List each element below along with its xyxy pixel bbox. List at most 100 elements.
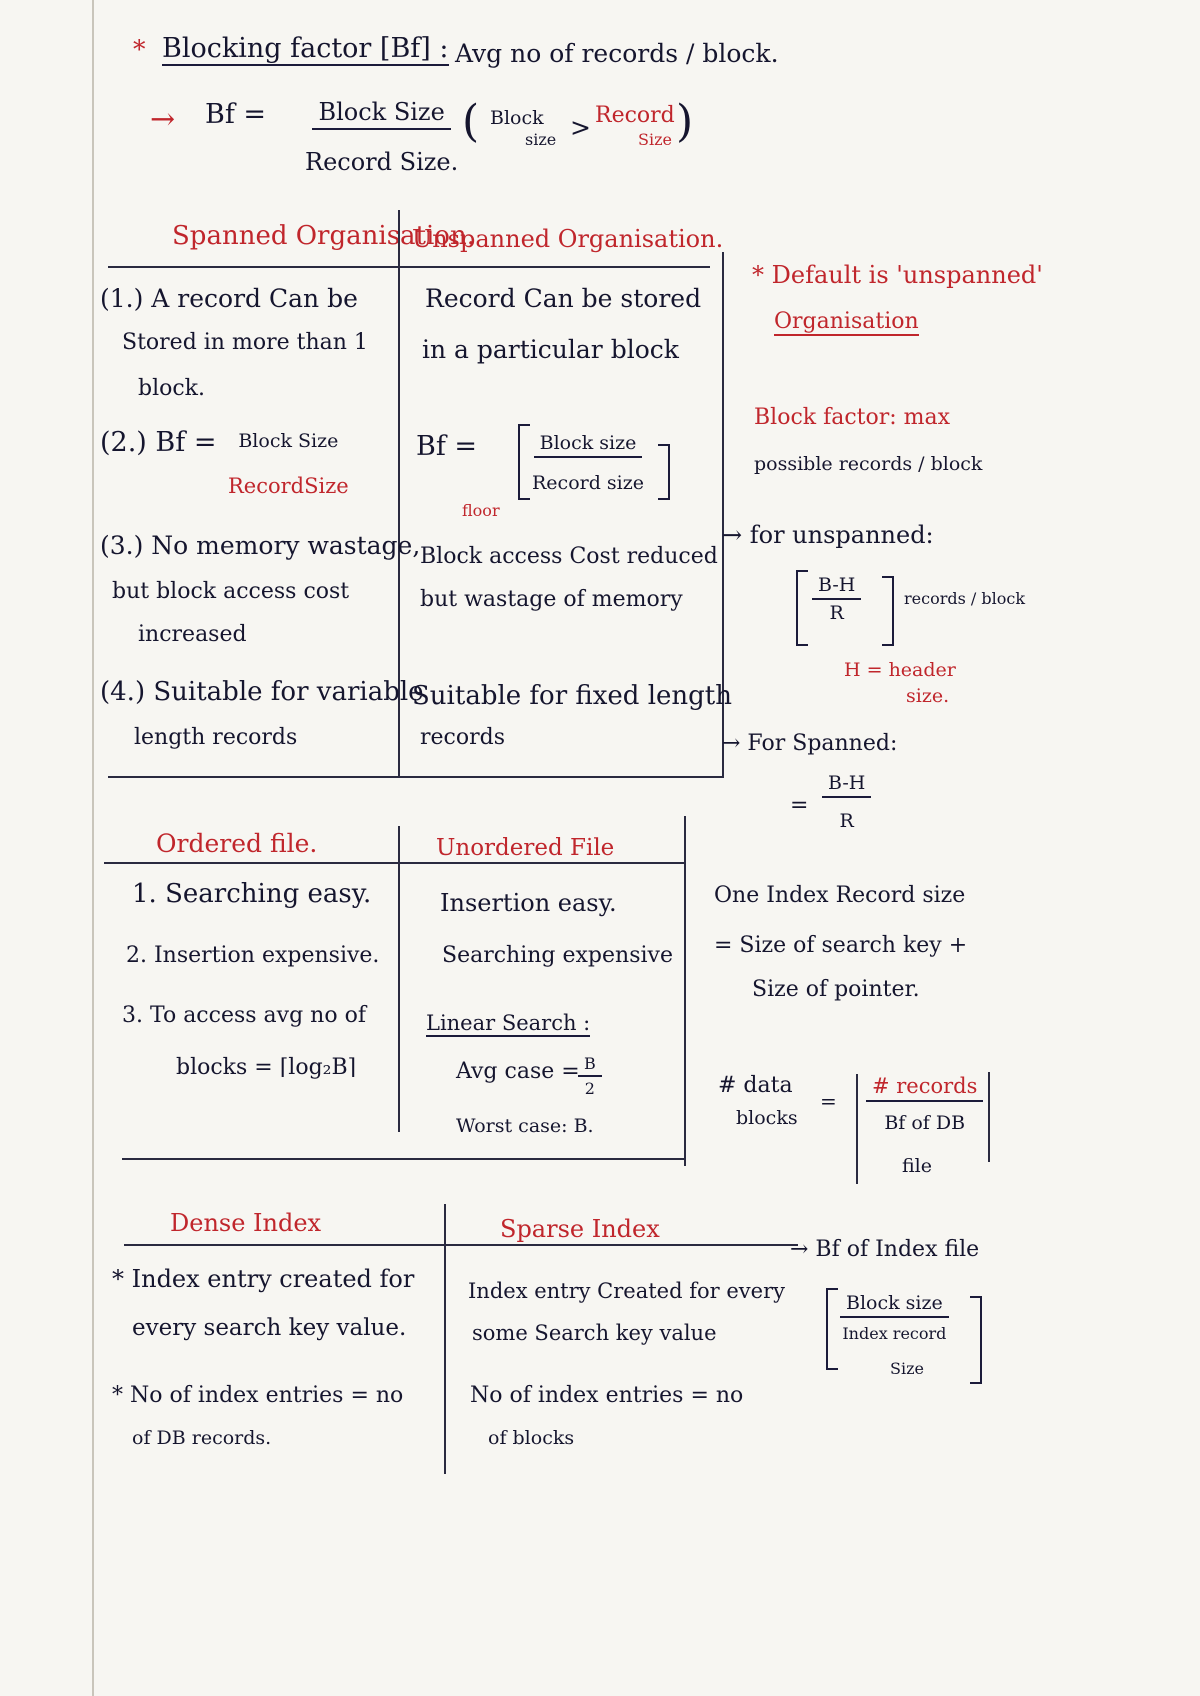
header-size-note-line2: size.: [906, 685, 950, 707]
default-note-line1: * Default is 'unspanned': [752, 261, 1043, 289]
spanned-row3-line3: increased: [138, 622, 247, 647]
data-blocks-denominator-line1: Bf of DB: [884, 1112, 966, 1134]
spanned-row4-line1: (4.) Suitable for variable: [100, 677, 424, 707]
condition-record: Record: [595, 103, 675, 128]
unordered-item2: Searching expensive: [442, 943, 673, 968]
blocking-factor-definition: Avg no of records / block.: [455, 39, 779, 68]
unspanned-row4-line1: Suitable for fixed length: [412, 681, 732, 711]
unordered-item1: Insertion easy.: [440, 889, 617, 917]
unspanned-bf-numerator: Block size: [533, 432, 643, 458]
data-blocks-numerator: # records: [866, 1074, 984, 1102]
block-factor-note-line1: Block factor: max: [754, 405, 951, 430]
unspanned-bracket-left: [796, 570, 808, 646]
data-blocks-line1: # data: [718, 1073, 793, 1098]
linear-search-label: Linear Search :: [426, 1011, 591, 1038]
default-note-line2: Organisation: [774, 309, 919, 337]
ordered-bottom-line: [122, 1158, 686, 1160]
ordered-item2: 2. Insertion expensive.: [126, 943, 380, 968]
unspanned-row1-line2: in a particular block: [422, 335, 679, 364]
unordered-header: Unordered File: [436, 835, 615, 861]
unspanned-header: Unspanned Organisation.: [412, 225, 724, 253]
block-factor-note-line2: possible records / block: [754, 453, 983, 475]
floor-annotation: floor: [462, 501, 500, 520]
floor-bracket-left: [518, 424, 530, 500]
unspanned-bracket-right: [882, 576, 894, 646]
data-blocks-equals: =: [820, 1089, 837, 1113]
worst-case-label: Worst case: B.: [456, 1115, 594, 1137]
sparse-item1-line2: some Search key value: [472, 1321, 717, 1345]
unspanned-row3-line1: Block access Cost reduced: [420, 544, 718, 569]
spanned-header-line: [108, 266, 710, 268]
arrow-icon: →: [150, 102, 176, 137]
dense-item2-line1: * No of index entries = no: [112, 1383, 404, 1408]
floor-bracket-right: [658, 444, 670, 500]
spanned-row1-line2: Stored in more than 1: [122, 330, 368, 355]
index-record-size-line1: One Index Record size: [714, 883, 966, 908]
unspanned-row4-line2: records: [420, 725, 505, 750]
spanned-row1-line1: (1.) A record Can be: [100, 284, 358, 313]
bf-fraction: Block Size Record Size.: [305, 98, 458, 176]
bf-label: Bf =: [205, 99, 267, 130]
condition-block-size: size: [525, 130, 557, 149]
condition-close-paren: ): [676, 96, 694, 147]
spanned-bf-numerator: Block Size: [238, 430, 339, 452]
ordered-right-border: [684, 816, 686, 1166]
sparse-item1-line1: Index entry Created for every: [468, 1279, 785, 1303]
sparse-item2-line1: No of index entries = no: [470, 1383, 744, 1408]
data-blocks-bracket-right: [988, 1072, 990, 1162]
ordered-header-line: [104, 862, 686, 864]
index-bf-numerator: Block size: [840, 1292, 949, 1318]
condition-record-size: Size: [638, 130, 672, 149]
dense-index-header: Dense Index: [170, 1209, 322, 1237]
sparse-item2-line2: of blocks: [488, 1427, 575, 1449]
data-blocks-bracket-left: [856, 1074, 858, 1184]
page-edge: [92, 0, 94, 1696]
spanned-row4-line2: length records: [134, 725, 298, 750]
sparse-index-header: Sparse Index: [500, 1215, 660, 1243]
unspanned-bf-denominator: Record size: [532, 472, 644, 494]
ordered-divider: [398, 826, 400, 1132]
spanned-bf-denominator: RecordSize: [228, 474, 349, 498]
condition-open-paren: (: [462, 96, 480, 147]
spanned-header: Spanned Organisation.: [172, 221, 475, 251]
header-size-note-line1: H = header: [844, 659, 956, 681]
index-bf-label: → Bf of Index file: [790, 1237, 980, 1262]
ordered-header: Ordered file.: [156, 829, 318, 858]
ordered-item3-line1: 3. To access avg no of: [122, 1003, 366, 1028]
dense-item1-line2: every search key value.: [132, 1315, 407, 1341]
spanned-bottom-line: [108, 776, 724, 778]
spanned-row3-line2: but block access cost: [112, 579, 350, 604]
avg-case-fraction: B 2: [578, 1054, 602, 1098]
bf-denominator: Record Size.: [305, 148, 459, 176]
unspanned-formula-unit: records / block: [904, 589, 1026, 608]
unspanned-bf-fraction: Block size Record size: [532, 432, 644, 494]
spanned-row3-line1: (3.) No memory wastage,: [100, 531, 421, 560]
unspanned-formula-label: → for unspanned:: [722, 521, 934, 549]
index-bf-fraction: Block size Index record: [840, 1292, 949, 1343]
index-divider: [444, 1204, 446, 1474]
blocking-factor-title: Blocking factor [Bf] :: [162, 33, 449, 66]
spanned-divider: [398, 210, 400, 778]
spanned-formula-label: → For Spanned:: [722, 731, 898, 756]
index-bf-bracket-right: [970, 1296, 982, 1384]
spanned-formula-equals: =: [790, 793, 809, 818]
bf-numerator: Block Size: [312, 98, 451, 130]
data-blocks-line2: blocks: [736, 1107, 798, 1129]
spanned-formula-fraction: B-H R: [822, 772, 872, 832]
ordered-item1: 1. Searching easy.: [132, 879, 372, 909]
unspanned-formula-numerator: B-H: [812, 574, 862, 600]
index-record-size-line3: Size of pointer.: [752, 977, 920, 1002]
condition-greater-than: >: [570, 113, 591, 142]
star-bullet: *: [133, 35, 146, 64]
data-blocks-denominator-line2: file: [902, 1155, 932, 1177]
spanned-bf-fraction: Block Size RecordSize: [228, 430, 349, 498]
spanned-right-border: [722, 252, 724, 778]
avg-case-label: Avg case =: [456, 1059, 580, 1084]
dense-item1-line1: * Index entry created for: [112, 1265, 415, 1293]
unspanned-row1-line1: Record Can be stored: [425, 284, 702, 313]
data-blocks-fraction: # records Bf of DB: [866, 1074, 984, 1134]
unspanned-row2-label: Bf =: [416, 431, 478, 462]
index-bf-bracket-left: [826, 1288, 838, 1370]
spanned-row1-line3: block.: [138, 376, 206, 401]
index-header-line: [124, 1244, 798, 1246]
